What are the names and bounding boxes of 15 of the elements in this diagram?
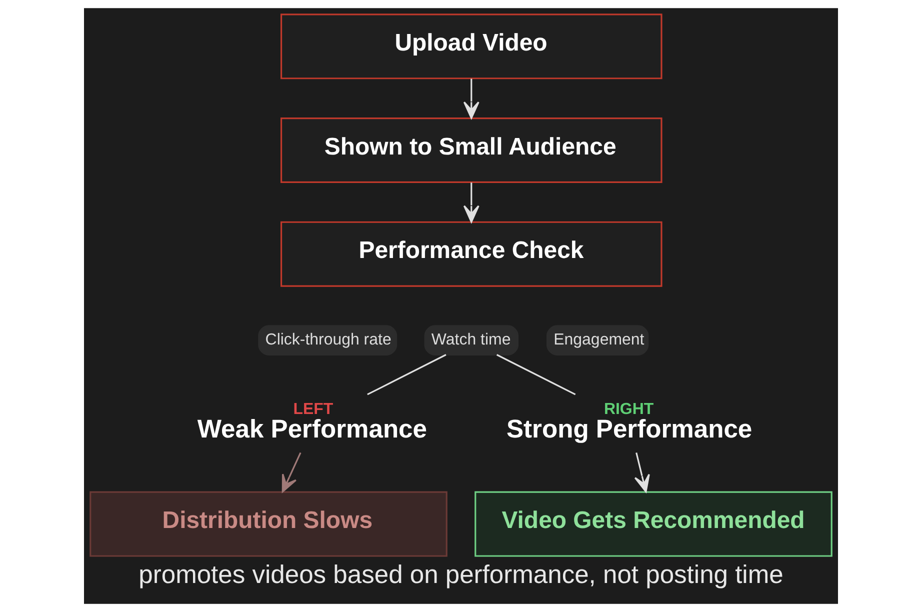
connector — [496, 354, 576, 396]
node-box: Distribution Slows — [90, 491, 448, 557]
node-box: Shown to Small Audience — [280, 118, 662, 183]
arrow — [463, 182, 480, 223]
node-text: RIGHT Strong Performance — [506, 400, 752, 444]
node-text: LEFT Weak Performance — [197, 400, 427, 444]
node-box: Video Gets Recommended — [474, 491, 832, 557]
node-box: Upload Video — [280, 14, 662, 80]
arrow — [282, 452, 302, 492]
arrow — [634, 452, 650, 492]
arrow — [463, 78, 480, 119]
node-box: Watch time — [424, 325, 518, 356]
node-box: Performance Check — [280, 221, 662, 287]
caption: promotes videos based on performance, not posting time — [138, 560, 784, 589]
connector — [367, 354, 446, 396]
